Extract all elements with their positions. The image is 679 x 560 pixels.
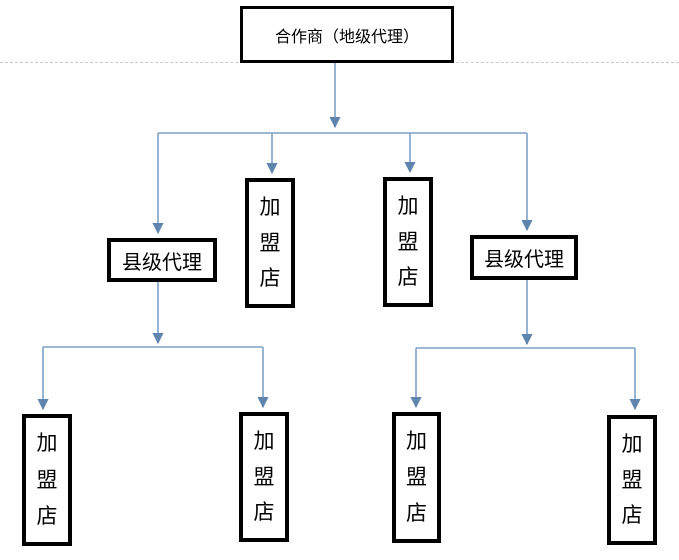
node-franchise-store-l2-right: 加盟店 xyxy=(383,177,433,307)
node-franchise-store-l2-left: 加盟店 xyxy=(245,178,295,308)
node-franchise-store-l3-3: 加盟店 xyxy=(392,412,441,543)
node-franchise-store-l3-1: 加盟店 xyxy=(22,414,72,546)
node-county-agent-left: 县级代理 xyxy=(107,238,217,282)
node-county-agent-right: 县级代理 xyxy=(470,235,578,280)
node-franchise-store-l3-4: 加盟店 xyxy=(607,415,657,545)
node-partner-prefecture-agent: 合作商（地级代理） xyxy=(240,6,454,63)
node-franchise-store-l3-2: 加盟店 xyxy=(239,412,289,542)
